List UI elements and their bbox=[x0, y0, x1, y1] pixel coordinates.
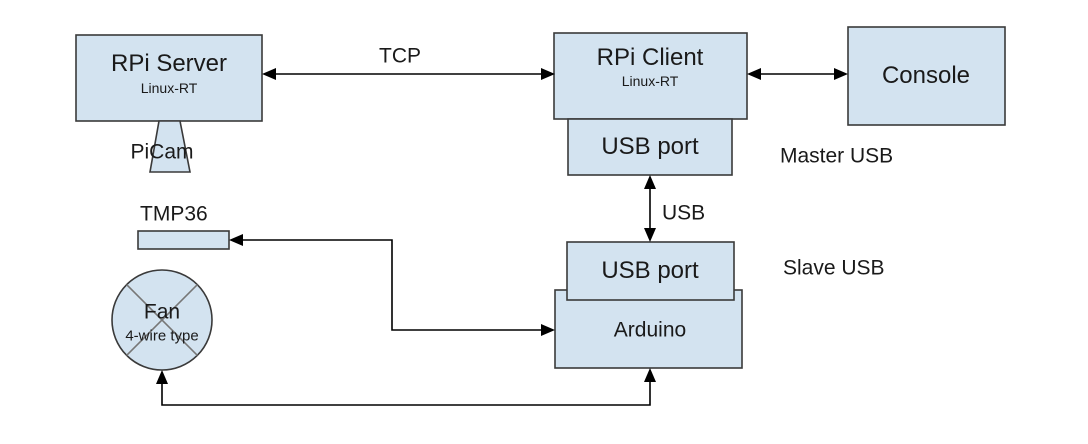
console-box bbox=[847, 26, 1006, 126]
fan-subtitle: 4-wire type bbox=[125, 327, 199, 345]
fan-title: Fan bbox=[143, 300, 181, 324]
usb-label: USB bbox=[662, 201, 706, 225]
rpi-server-subtitle: Linux-RT bbox=[140, 80, 198, 96]
tmp36-connector bbox=[229, 234, 555, 336]
picam-shape bbox=[149, 120, 191, 173]
console-connector bbox=[747, 68, 848, 80]
usb-port-slave-title: USB port bbox=[601, 257, 699, 284]
usb-port-slave-box bbox=[566, 241, 735, 301]
tcp-label: TCP bbox=[379, 44, 421, 68]
usb-port-master-box bbox=[567, 118, 733, 176]
fan-connector bbox=[156, 368, 656, 406]
rpi-server-box bbox=[75, 34, 263, 122]
rpi-server-title: RPi Server bbox=[110, 50, 228, 77]
usb-connector bbox=[644, 175, 656, 242]
console-title: Console bbox=[881, 62, 971, 89]
usb-port-master-title: USB port bbox=[601, 133, 699, 160]
tcp-connector bbox=[262, 68, 555, 80]
picam-label: PiCam bbox=[130, 140, 194, 164]
tmp36-box bbox=[137, 230, 230, 250]
tmp36-label: TMP36 bbox=[140, 202, 208, 226]
rpi-client-title: RPi Client bbox=[596, 44, 704, 71]
master-usb-label: Master USB bbox=[780, 144, 894, 168]
arduino-box bbox=[554, 289, 743, 369]
rpi-client-subtitle: Linux-RT bbox=[621, 73, 679, 89]
slave-usb-label: Slave USB bbox=[783, 256, 885, 280]
arduino-title: Arduino bbox=[613, 318, 687, 342]
